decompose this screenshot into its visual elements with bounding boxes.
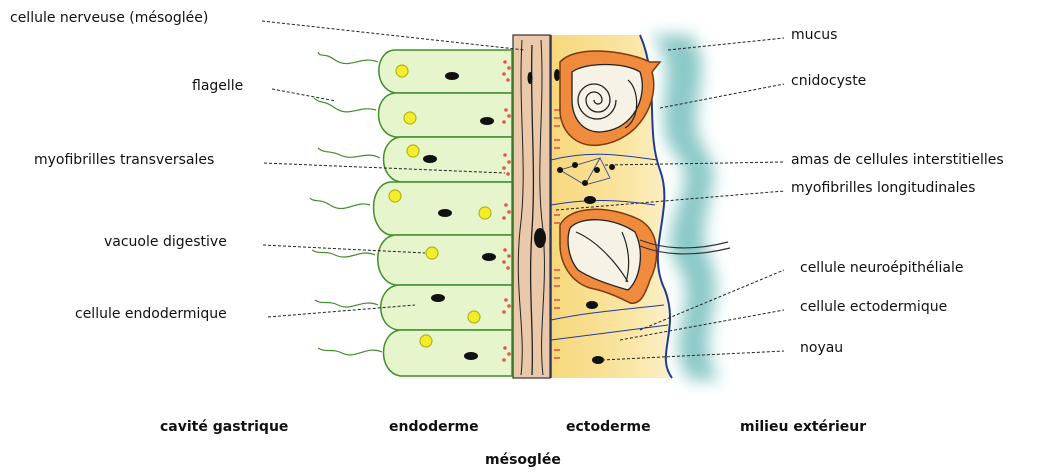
label-myofibrilles-longitudinales: myofibrilles longitudinales [791,180,975,196]
zone-milieu-exterieur: milieu extérieur [740,419,866,435]
zone-endoderme: endoderme [389,419,479,435]
zone-mesoglee: mésoglée [485,452,561,468]
label-cellule-nerveuse: cellule nerveuse (mésoglée) [10,10,208,26]
zone-ectoderme: ectoderme [566,419,651,435]
label-amas: amas de cellules interstitielles [791,152,1004,168]
flagella [310,52,382,355]
label-cellule-neuroepitheliale: cellule neuroépithéliale [800,260,964,276]
label-myofibrilles-transversales: myofibrilles transversales [34,152,214,168]
label-cnidocyste: cnidocyste [791,73,866,89]
label-vacuole-digestive: vacuole digestive [104,234,227,250]
label-cellule-ectodermique: cellule ectodermique [800,299,947,315]
zone-cavite-gastrique: cavité gastrique [160,419,288,435]
label-flagelle: flagelle [192,78,243,94]
label-mucus: mucus [791,27,837,43]
label-cellule-endodermique: cellule endodermique [75,306,227,322]
label-noyau: noyau [800,340,843,356]
zone-band [80,382,995,448]
mesoglea-layer [513,35,550,378]
